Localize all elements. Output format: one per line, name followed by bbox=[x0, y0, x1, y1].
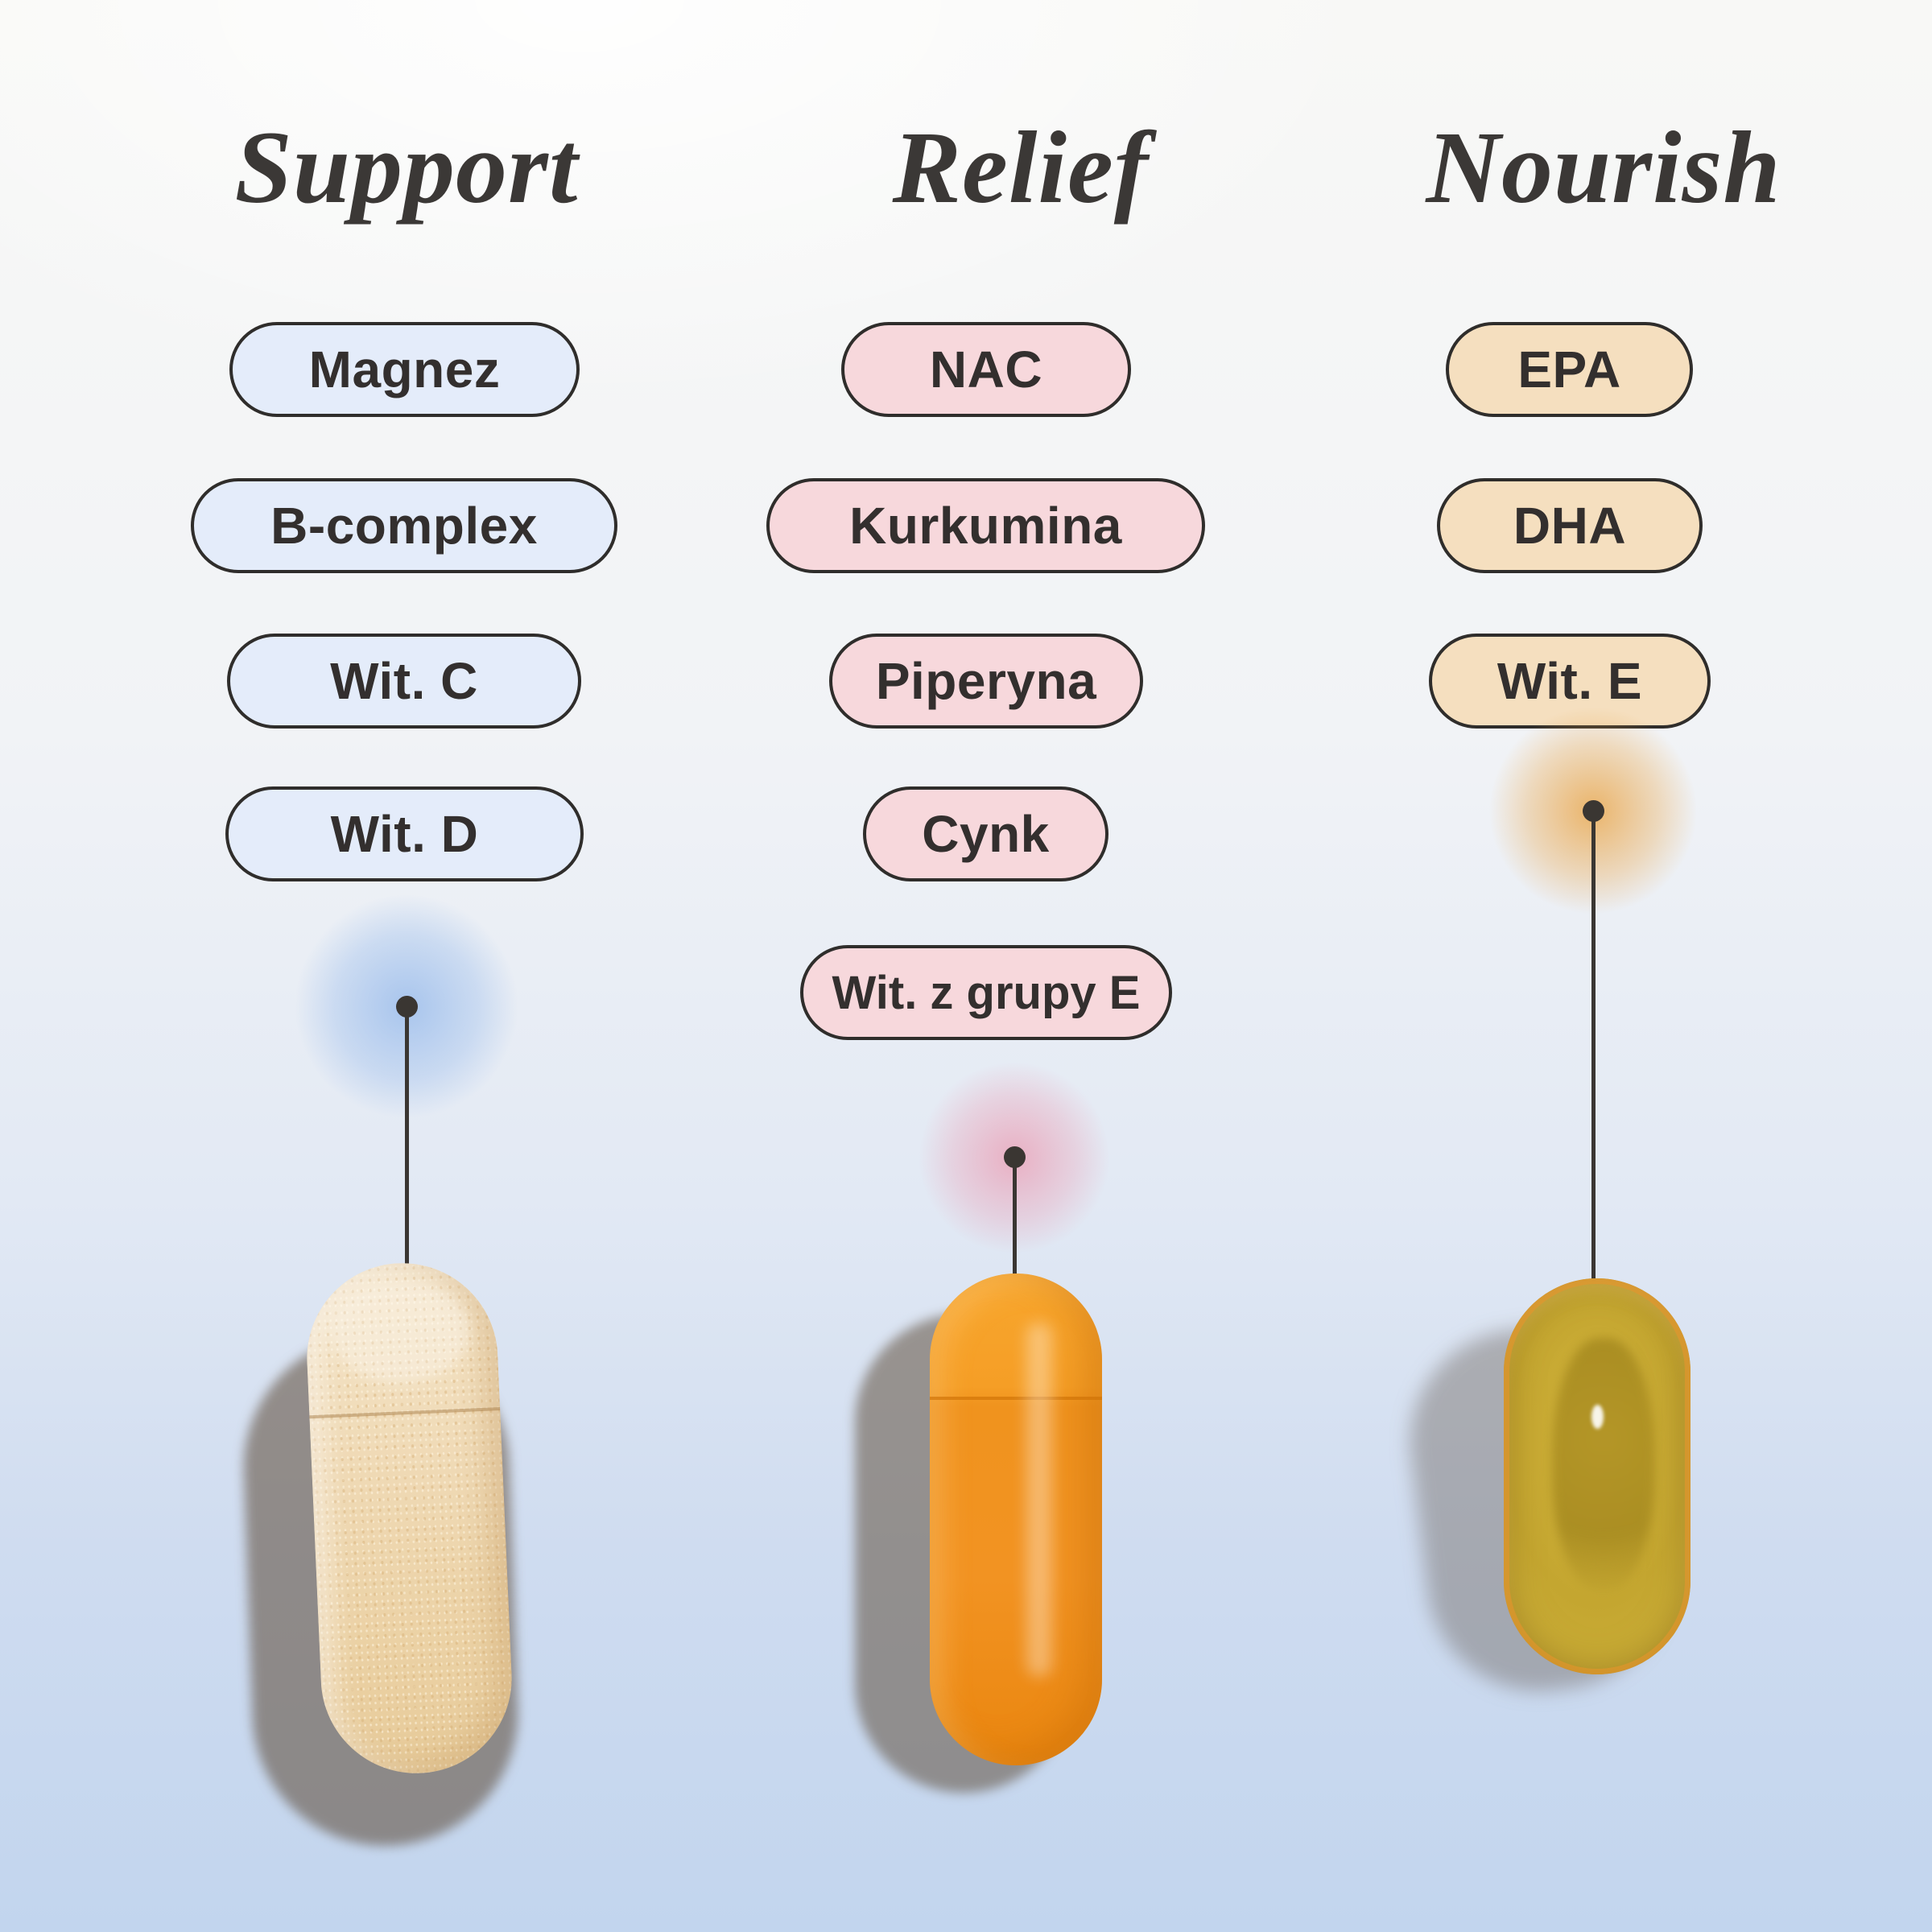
pill-label: Magnez bbox=[308, 341, 501, 398]
nourish-connector-dot bbox=[1583, 800, 1604, 822]
pill-cynk: Cynk bbox=[863, 786, 1108, 881]
pill-nac: NAC bbox=[841, 322, 1131, 417]
pill-label: EPA bbox=[1517, 341, 1621, 398]
column-title-support: Support bbox=[234, 110, 579, 225]
pill-piperyna: Piperyna bbox=[829, 634, 1143, 729]
column-title-relief: Relief bbox=[892, 110, 1150, 225]
nourish-softgel-photo bbox=[1504, 1278, 1690, 1674]
pill-wit-e: Wit. E bbox=[1429, 634, 1711, 729]
pill-label: NAC bbox=[929, 341, 1043, 398]
relief-capsule-photo bbox=[930, 1274, 1102, 1765]
pill-label: Wit. C bbox=[330, 652, 478, 710]
pill-label: Wit. D bbox=[330, 805, 479, 863]
capsule-gloss-highlight bbox=[330, 1278, 473, 1386]
pill-label: Wit. z grupy E bbox=[832, 966, 1141, 1019]
softgel-oil-blob bbox=[1552, 1337, 1655, 1591]
softgel-highlight bbox=[1591, 1405, 1604, 1430]
pill-label: DHA bbox=[1513, 497, 1627, 555]
pill-kurkumina: Kurkumina bbox=[766, 478, 1205, 573]
relief-connector-dot bbox=[1004, 1146, 1026, 1168]
pill-wit-d: Wit. D bbox=[225, 786, 584, 881]
pill-label: B-complex bbox=[270, 497, 538, 555]
support-connector-dot bbox=[396, 996, 418, 1018]
pill-magnez: Magnez bbox=[229, 322, 580, 417]
relief-connector-line bbox=[1013, 1159, 1017, 1280]
pill-wit-z-grupy-e: Wit. z grupy E bbox=[800, 945, 1172, 1040]
nourish-connector-line bbox=[1591, 813, 1596, 1282]
pill-label: Piperyna bbox=[875, 652, 1097, 710]
capsule-seam bbox=[930, 1396, 1102, 1400]
pill-epa: EPA bbox=[1446, 322, 1693, 417]
support-connector-line bbox=[405, 1010, 409, 1272]
pill-wit-c: Wit. C bbox=[227, 634, 581, 729]
pill-label: Wit. E bbox=[1496, 652, 1643, 710]
pill-b-complex: B-complex bbox=[191, 478, 617, 573]
capsule-gloss-highlight bbox=[1026, 1323, 1052, 1677]
column-title-nourish: Nourish bbox=[1426, 110, 1781, 225]
pill-label: Cynk bbox=[922, 805, 1050, 863]
pill-label: Kurkumina bbox=[849, 497, 1122, 555]
support-capsule-photo bbox=[303, 1259, 516, 1777]
capsule-seam bbox=[309, 1406, 501, 1419]
pill-dha: DHA bbox=[1437, 478, 1703, 573]
